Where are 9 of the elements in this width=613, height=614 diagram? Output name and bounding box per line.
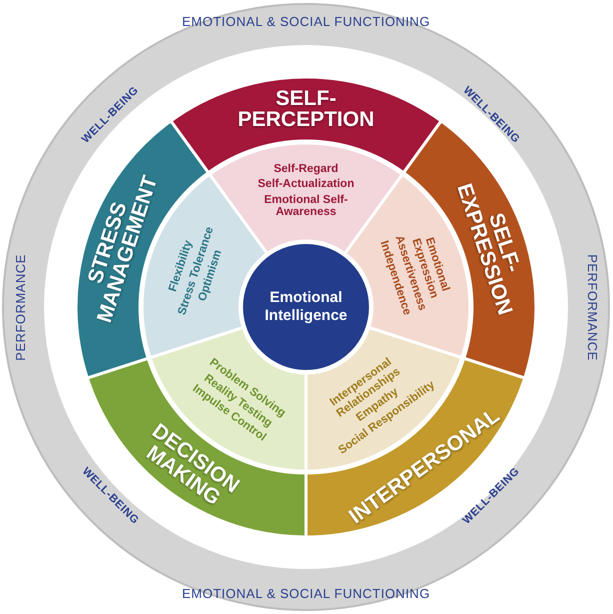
ring-label: PERFORMANCE bbox=[584, 254, 600, 360]
ring-label: EMOTIONAL & SOCIAL FUNCTIONING bbox=[182, 586, 430, 600]
ring-label: EMOTIONAL & SOCIAL FUNCTIONING bbox=[182, 14, 430, 28]
center-label: Emotional Intelligence bbox=[264, 289, 348, 325]
segment-heading: SELF-PERCEPTION bbox=[236, 88, 376, 130]
subscale-label: Self-Regard bbox=[274, 162, 338, 176]
subscale-label: Emotional Self-Awareness bbox=[263, 194, 349, 220]
ring-label: PERFORMANCE bbox=[12, 254, 28, 360]
subscale-label: Self-Actualization bbox=[258, 178, 354, 191]
